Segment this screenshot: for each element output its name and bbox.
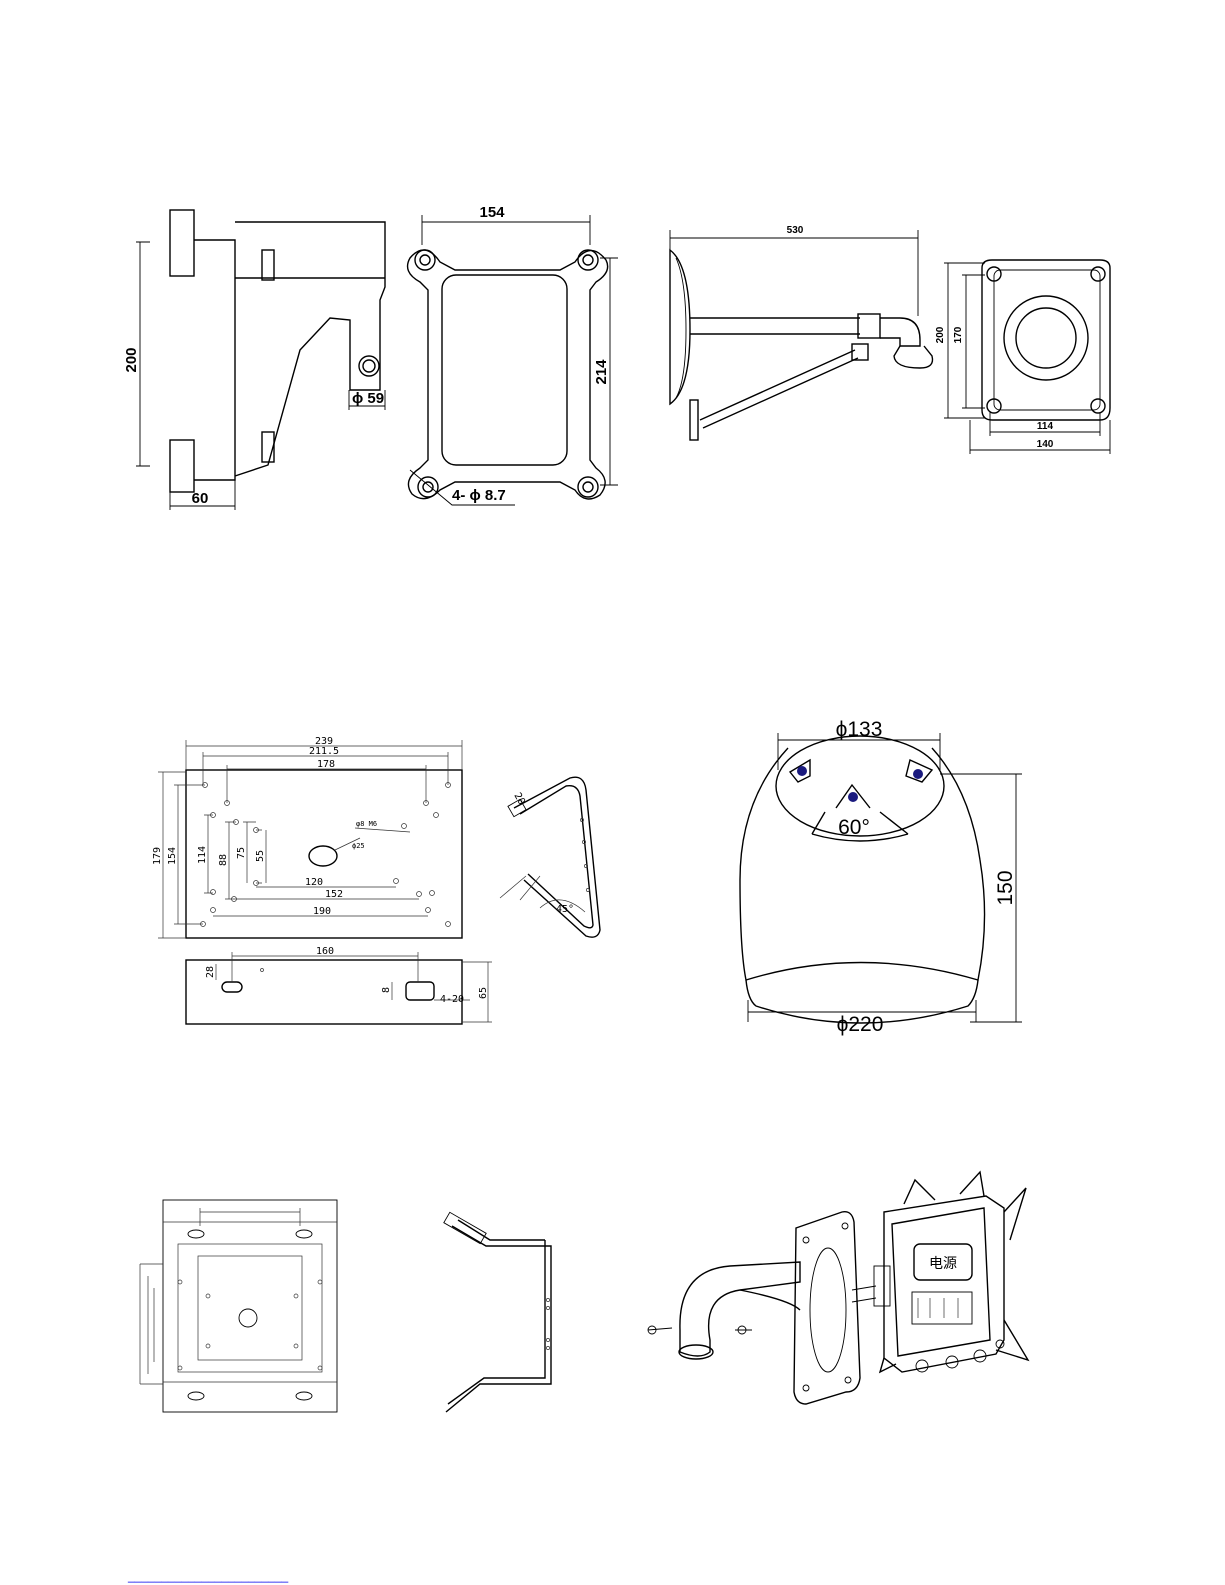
plate2-inner-w: 114	[1037, 421, 1054, 432]
arm-bracket-side-view: 530	[670, 225, 933, 440]
dome-angle: 60°	[838, 816, 870, 839]
square-back-plate: 200 170 114 140	[935, 260, 1110, 454]
plate-height-dim: 214	[593, 359, 610, 385]
angle-bracket-angle: 45°	[556, 904, 574, 915]
dome-height: 150	[994, 870, 1017, 905]
plate2-outer-h: 200	[935, 326, 946, 343]
plate3-side-c: 4-20	[440, 994, 464, 1005]
plate3-b1: 120	[305, 877, 323, 888]
plate3-v1: 88	[218, 854, 229, 866]
plate3-h2: 154	[167, 847, 178, 865]
dome-bottom-diameter: ϕ220	[837, 1013, 884, 1036]
junction-box-exploded: 电源	[648, 1172, 1028, 1404]
bracket-depth-dim: 60	[192, 490, 209, 507]
plate3-side-a: 28	[205, 966, 216, 978]
plate3-side-b: 8	[381, 987, 392, 993]
plate-holes-dim: 4- ϕ 8.7	[452, 487, 506, 504]
pole-plate-view	[140, 1200, 337, 1412]
plate2-inner-h: 170	[953, 326, 964, 343]
plate3-w2: 211.5	[309, 746, 339, 757]
plate-width-dim: 154	[479, 204, 505, 221]
plate3-b3: 190	[313, 906, 331, 917]
bracket-height-dim: 200	[123, 347, 140, 372]
plate2-outer-w: 140	[1037, 439, 1054, 450]
junction-power-label: 电源	[929, 1256, 957, 1272]
footer-link[interactable]: ________________________	[127, 1569, 288, 1583]
corner-plate-top-view: 239 211.5 178 179 154 114 88 75 55 120 1…	[152, 736, 462, 938]
corner-plate-side-view: 160 65 28 8 4-20	[186, 946, 492, 1024]
pole-bracket-side	[444, 1212, 551, 1412]
plate3-v3: 55	[255, 850, 266, 862]
plate3-phi: ϕ25	[352, 842, 365, 850]
mounting-plate-front-view: 154 214 4- ϕ 8.7	[408, 204, 618, 505]
plate3-note: φ8 M6	[356, 820, 377, 828]
plate3-b2: 152	[325, 889, 343, 900]
plate3-h3: 114	[197, 846, 208, 864]
plate3-v2: 75	[236, 847, 247, 859]
bracket-hole-dim: ϕ 59	[352, 390, 384, 407]
plate3-side-h: 65	[478, 987, 489, 999]
dome-housing: 60° ϕ133 150 ϕ220	[740, 718, 1022, 1036]
bracket-side-view: 200 60 ϕ 59	[123, 210, 385, 510]
plate3-w3: 178	[317, 759, 335, 770]
plate3-h1: 179	[152, 847, 163, 865]
angle-bracket-a: 20	[511, 791, 527, 807]
plate3-side-w: 160	[316, 946, 334, 957]
arm-length-dim: 530	[787, 225, 804, 236]
dome-top-diameter: ϕ133	[836, 718, 883, 741]
angle-bracket-view: 20 45°	[500, 777, 600, 937]
